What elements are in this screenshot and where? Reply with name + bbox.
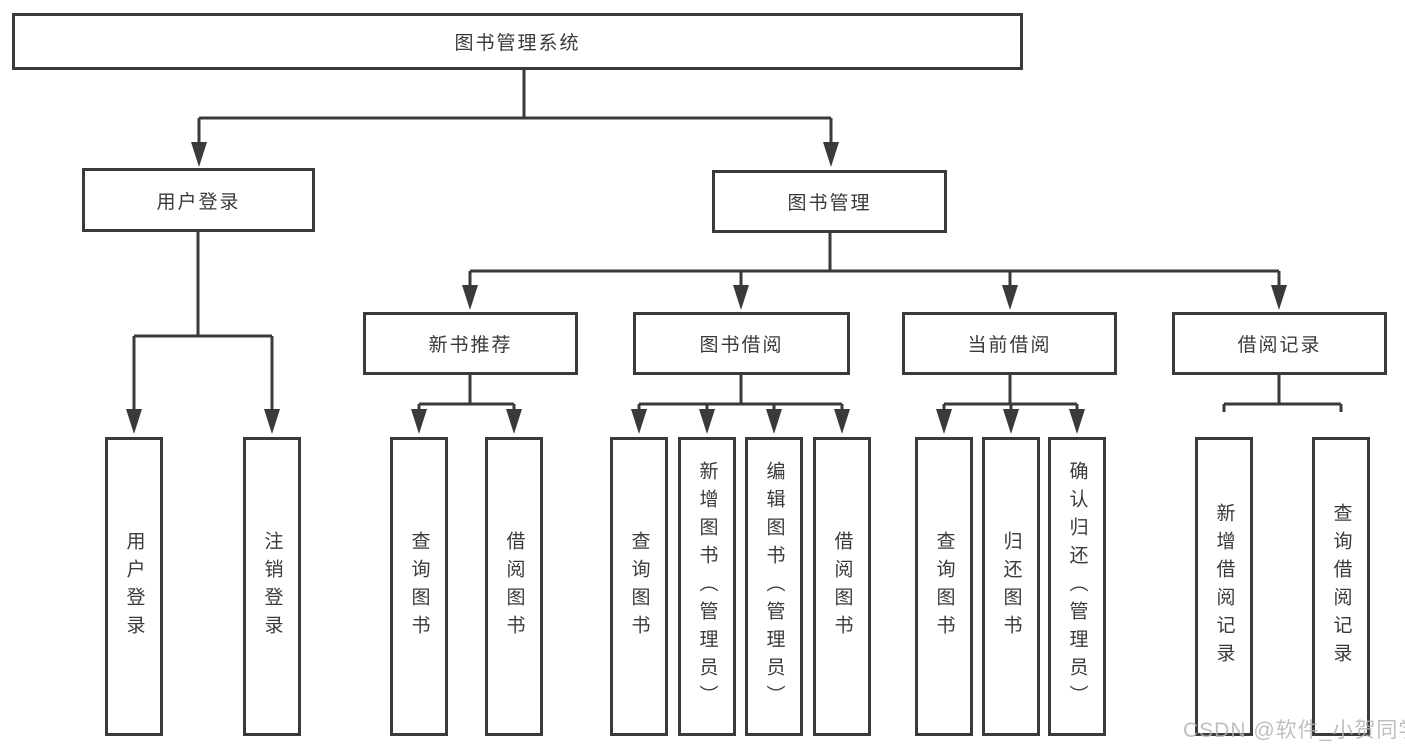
arrowhead-icon: [1002, 285, 1018, 310]
leaf-query-book-3: 查询图书: [915, 437, 973, 736]
leaf-logout: 注销登录: [243, 437, 301, 736]
arrowhead-icon: [733, 285, 749, 310]
arrowhead-icon: [1003, 409, 1019, 434]
leaf-borrow-book-1: 借阅图书: [485, 437, 543, 736]
node-user-login: 用户登录: [82, 168, 315, 232]
arrowhead-icon: [462, 285, 478, 310]
leaf-user-login: 用户登录: [105, 437, 163, 736]
leaf-add-borrow-record: 新增借阅记录: [1195, 437, 1253, 736]
arrowhead-icon: [699, 409, 715, 434]
leaf-borrow-book-2: 借阅图书: [813, 437, 871, 736]
leaf-confirm-return-admin: 确认归还（管理员）: [1048, 437, 1106, 736]
node-current-borrowing: 当前借阅: [902, 312, 1117, 375]
arrowhead-icon: [1069, 409, 1085, 434]
leaf-query-book-1: 查询图书: [390, 437, 448, 736]
leaf-query-borrow-record: 查询借阅记录: [1312, 437, 1370, 736]
arrowhead-icon: [823, 142, 839, 167]
arrowhead-icon: [1271, 285, 1287, 310]
node-book-management-system: 图书管理系统: [12, 13, 1023, 70]
arrowhead-icon: [506, 409, 522, 434]
arrowhead-icon: [631, 409, 647, 434]
leaf-return-book: 归还图书: [982, 437, 1040, 736]
arrowhead-icon: [191, 142, 207, 167]
leaf-edit-book-admin: 编辑图书（管理员）: [745, 437, 803, 736]
leaf-query-book-2: 查询图书: [610, 437, 668, 736]
arrowhead-icon: [834, 409, 850, 434]
arrowhead-icon: [936, 409, 952, 434]
node-book-management: 图书管理: [712, 170, 947, 233]
node-book-borrowing: 图书借阅: [633, 312, 850, 375]
watermark-text: CSDN @软件_小贺同学: [1183, 719, 1405, 742]
arrowhead-icon: [264, 409, 280, 434]
arrowhead-icon: [411, 409, 427, 434]
arrowhead-icon: [766, 409, 782, 434]
node-borrowing-records: 借阅记录: [1172, 312, 1387, 375]
leaf-add-book-admin: 新增图书（管理员）: [678, 437, 736, 736]
node-new-book-recommendation: 新书推荐: [363, 312, 578, 375]
arrowhead-icon: [126, 409, 142, 434]
